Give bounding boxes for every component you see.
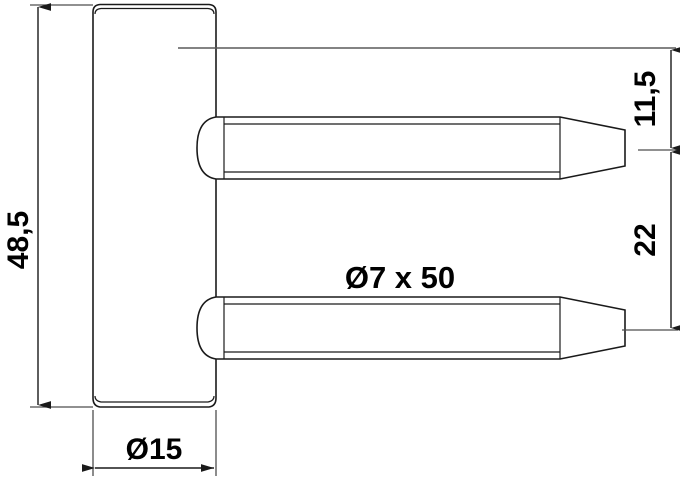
pin-spacing-value: 22	[629, 223, 662, 256]
top-offset-value: 11,5	[629, 71, 662, 128]
lower-pin	[196, 296, 626, 360]
plate-bottom-inner-edge	[94, 395, 215, 403]
plate-outline	[92, 3, 217, 408]
dimension-overall-height: 48,5	[2, 3, 51, 409]
overall-height-value: 48,5	[2, 211, 35, 269]
plate-width-value: Ø15	[126, 433, 183, 466]
dimension-top-offset: 11,5	[629, 46, 680, 152]
upper-pin	[196, 116, 626, 180]
pin-spec-label: Ø7 x 50	[345, 260, 455, 295]
upper-pin-outline	[196, 116, 626, 180]
dimension-pin-spacing: 22	[629, 148, 680, 332]
dimension-plate-width: Ø15	[82, 433, 214, 472]
plate-top-inner-edge	[94, 7, 215, 15]
lower-pin-outline	[196, 296, 626, 360]
hinge-plate	[92, 3, 217, 408]
